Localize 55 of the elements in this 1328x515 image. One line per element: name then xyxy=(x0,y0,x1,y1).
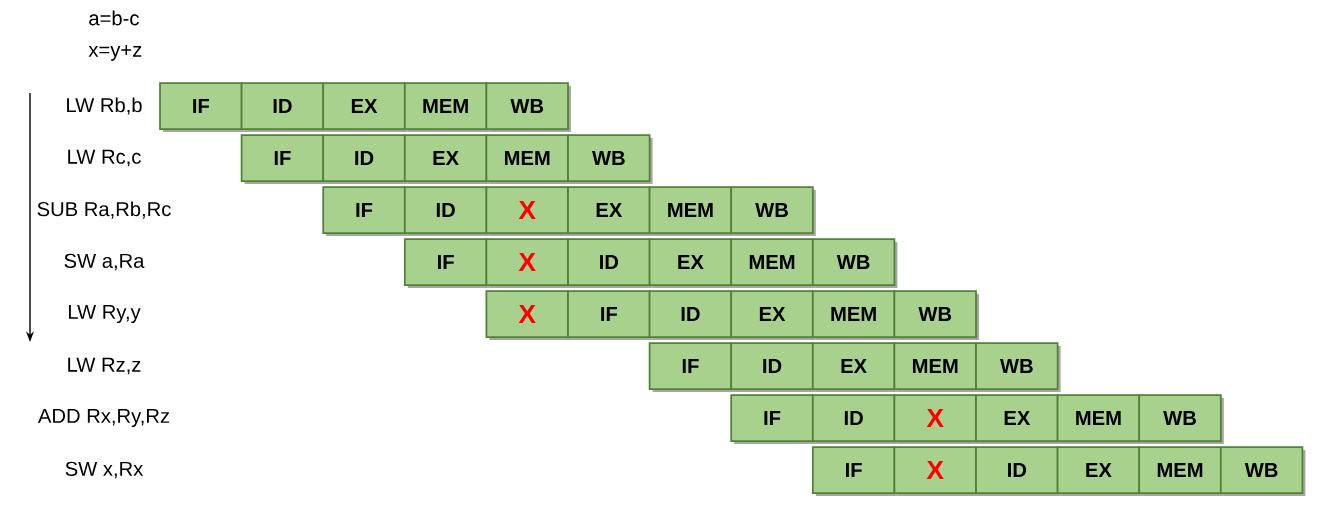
stage-cell: IF xyxy=(159,82,245,132)
stage-cell: WB xyxy=(893,290,979,340)
stage-cell: ID xyxy=(403,186,490,236)
stage-cell: MEM xyxy=(811,290,898,340)
stage-cell: MEM xyxy=(893,342,979,392)
stage-cell: MEM xyxy=(1138,446,1224,496)
instruction-label: SW x,Rx xyxy=(65,461,144,479)
stage-cell: IF xyxy=(730,394,816,444)
stage-cell: WB xyxy=(1219,446,1306,496)
stage-cell: X xyxy=(485,290,571,340)
instruction-label: LW Rc,c xyxy=(68,149,141,167)
stage-cell: EX xyxy=(567,186,653,236)
stage-cell: ID xyxy=(975,446,1061,496)
stage-cell: X xyxy=(893,446,979,496)
stage-cell: MEM xyxy=(730,238,816,288)
stage-cell: IF xyxy=(567,290,653,340)
stage-cell: EX xyxy=(811,342,898,392)
instruction-label: SW a,Ra xyxy=(64,253,145,271)
stage-cell: IF xyxy=(403,238,490,288)
stage-cell: WB xyxy=(975,342,1061,392)
stage-cell: WB xyxy=(730,186,816,236)
stage-cell: ID xyxy=(322,134,408,184)
stage-cell: IF xyxy=(811,446,898,496)
instruction-label: LW Rb,b xyxy=(67,97,142,115)
stage-cell: MEM xyxy=(648,186,735,236)
instruction-label: SUB Ra,Rb,Rc xyxy=(37,201,171,219)
instruction-label: LW Rz,z xyxy=(68,357,141,375)
stage-cell: EX xyxy=(403,134,490,184)
equation: x=y+z xyxy=(88,45,142,61)
stage-cell: ID xyxy=(730,342,816,392)
stage-cell: WB xyxy=(567,134,653,184)
stage-cell: ID xyxy=(567,238,653,288)
stage-cell: X xyxy=(485,186,571,236)
stage-cell: EX xyxy=(730,290,816,340)
equation: a=b-c xyxy=(89,10,139,26)
stage-cell: MEM xyxy=(485,134,571,184)
stage-cell: EX xyxy=(1056,446,1143,496)
stage-cell: EX xyxy=(322,82,408,132)
stage-cell: EX xyxy=(648,238,735,288)
stage-cell: IF xyxy=(322,186,408,236)
stage-cell: WB xyxy=(811,238,898,288)
stage-cell: X xyxy=(893,394,979,444)
stage-cell: WB xyxy=(485,82,571,132)
stage-cell: IF xyxy=(240,134,327,184)
instruction-label: ADD Rx,Ry,Rz xyxy=(38,408,170,428)
stage-cell: ID xyxy=(648,290,735,340)
stage-cell: MEM xyxy=(403,82,490,132)
stage-cell: WB xyxy=(1138,394,1224,444)
stage-cell: MEM xyxy=(1056,394,1143,444)
stage-cell: EX xyxy=(975,394,1061,444)
stage-cell: IF xyxy=(648,342,735,392)
stage-cell: X xyxy=(485,238,571,288)
stage-cell: ID xyxy=(240,82,327,132)
stage-cell: ID xyxy=(811,394,898,444)
instruction-label: LW Ry,y xyxy=(69,304,141,324)
